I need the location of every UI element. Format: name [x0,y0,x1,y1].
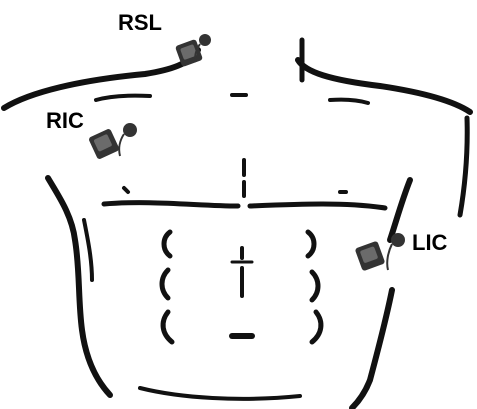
abs-right-1 [164,232,170,256]
left-arm-line [460,118,467,215]
abs-left-1 [308,232,314,256]
left-shoulder-line [298,60,470,112]
label-ric: RIC [46,108,84,133]
right-clavicle [96,96,150,100]
right-nipple [124,188,128,192]
left-clavicle [330,100,368,103]
abs-right-2 [162,270,168,298]
right-oblique-line [84,220,92,280]
left-flank-lower-line [352,290,392,408]
abdominal-muscles [84,220,321,342]
abs-right-3 [163,312,172,342]
right-pectoral-line [104,203,238,206]
left-pectoral-line [250,204,385,208]
label-lic: LIC [412,230,448,255]
chest-marks [96,95,385,208]
electrode-lic [355,233,405,271]
left-flank-upper-line [390,180,410,240]
waist-line [140,388,300,399]
abs-left-3 [312,312,321,342]
abs-left-2 [312,272,318,300]
label-rsl: RSL [118,10,162,35]
electrode-ric [88,123,137,160]
right-flank-line [48,178,110,395]
electrode-sensor-icon [88,123,137,160]
electrode-sensor-icon [355,233,405,271]
